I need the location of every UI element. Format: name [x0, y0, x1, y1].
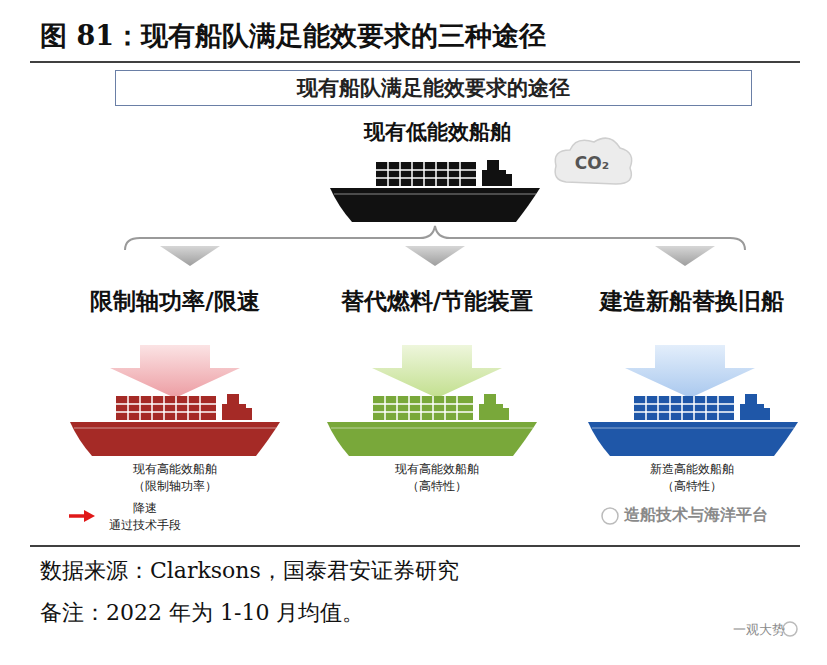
legend-arrow [68, 509, 96, 523]
rule-line [30, 545, 800, 547]
new-build-ship [588, 394, 798, 456]
ship-note: （高特性） [407, 478, 467, 495]
watermark: 造船技术与海洋平台 [624, 505, 768, 526]
route-heading: 替代燃料/节能装置 [341, 286, 533, 317]
legend-text: 降速 通过技术手段 [104, 500, 186, 534]
ship-caption: 现有低能效船舶 [364, 118, 511, 146]
alt-fuel-ship [327, 394, 537, 456]
co2-cloud [555, 138, 632, 184]
source-note: 数据来源：Clarksons，国泰君安证券研究 [40, 556, 459, 586]
route-heading: 建造新船替换旧船 [600, 286, 784, 317]
ship-caption: 现有高能效船舶 [133, 461, 217, 478]
rule-line [30, 61, 800, 63]
down-arrow [625, 345, 755, 398]
figure-title: 图 81：现有船队满足能效要求的三种途径 [40, 18, 546, 54]
watermark: 一观大势 [733, 621, 785, 639]
ship-caption: 现有高能效船舶 [395, 461, 479, 478]
speed-limited-ship [70, 394, 280, 456]
remark-note: 备注：2022 年为 1-10 月均值。 [40, 598, 364, 628]
route-heading: 限制轴功率/限速 [90, 286, 259, 317]
watermark-icon [602, 508, 618, 524]
down-arrow [110, 345, 240, 398]
ship-note: （限制轴功率） [133, 478, 217, 495]
branch-arrow [160, 246, 220, 266]
low-efficiency-ship [330, 160, 540, 222]
ship-caption: 新造高能效船舶 [650, 461, 734, 478]
branch-arrow [405, 246, 465, 266]
branch-arrow [655, 246, 715, 266]
down-arrow [372, 345, 502, 398]
ship-note: （高特性） [662, 478, 722, 495]
heading-box: 现有船队满足能效要求的途径 [115, 70, 752, 106]
co2-label: CO₂ [575, 153, 609, 173]
watermark-icon [783, 622, 797, 636]
heading-text: 现有船队满足能效要求的途径 [297, 74, 570, 102]
